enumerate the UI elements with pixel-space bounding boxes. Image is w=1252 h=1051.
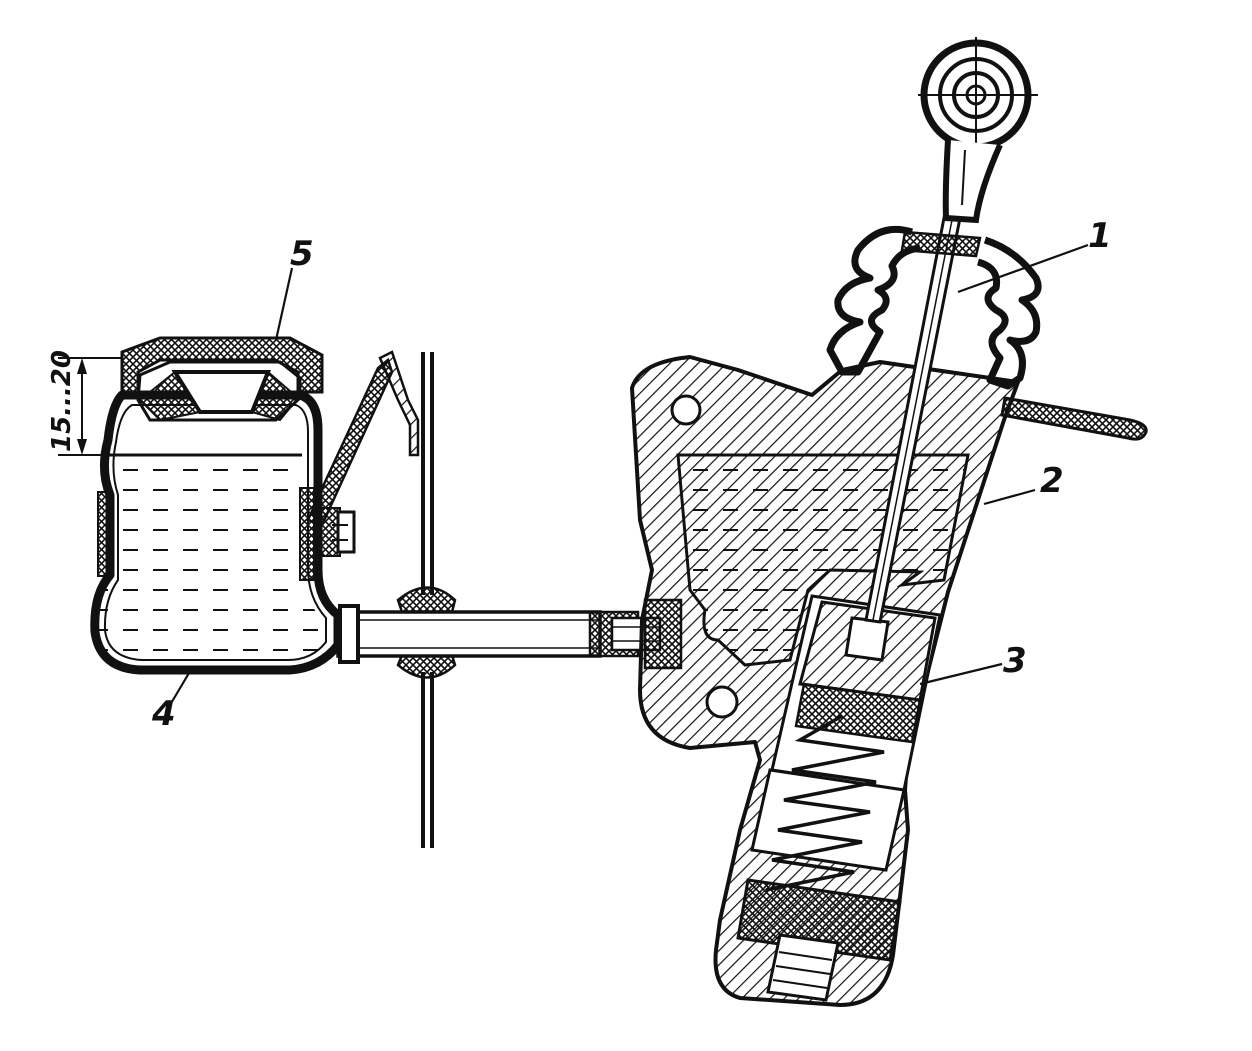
dimension-marker: 15...20 <box>47 350 122 456</box>
reservoir <box>90 390 343 675</box>
reservoir-body <box>90 390 343 675</box>
callout-4: 4 <box>151 694 176 734</box>
dimension-label: 15...20 <box>47 350 77 452</box>
mount-hole-lower <box>705 685 739 719</box>
callout-5: 5 <box>290 234 314 274</box>
reservoir-band-left <box>97 491 113 577</box>
return-spring <box>765 714 885 892</box>
piston-seal <box>794 682 922 744</box>
callout-1: 1 <box>1088 216 1112 256</box>
clevis-eye <box>918 37 1038 224</box>
callout-2: 2 <box>1040 461 1064 501</box>
callout-3: 3 <box>1003 641 1027 681</box>
reservoir-band-right <box>299 487 315 581</box>
mount-hole-upper <box>670 394 702 426</box>
return-spring-lever <box>1000 396 1148 441</box>
reservoir-fluid <box>96 455 322 668</box>
master-cylinder <box>630 37 1148 1007</box>
leader-lines <box>169 243 1089 706</box>
reservoir-bracket <box>306 350 420 557</box>
reservoir-cap <box>120 336 324 422</box>
dust-boot <box>826 225 1042 390</box>
firewall-panel <box>396 352 457 848</box>
supply-hose <box>336 598 683 670</box>
